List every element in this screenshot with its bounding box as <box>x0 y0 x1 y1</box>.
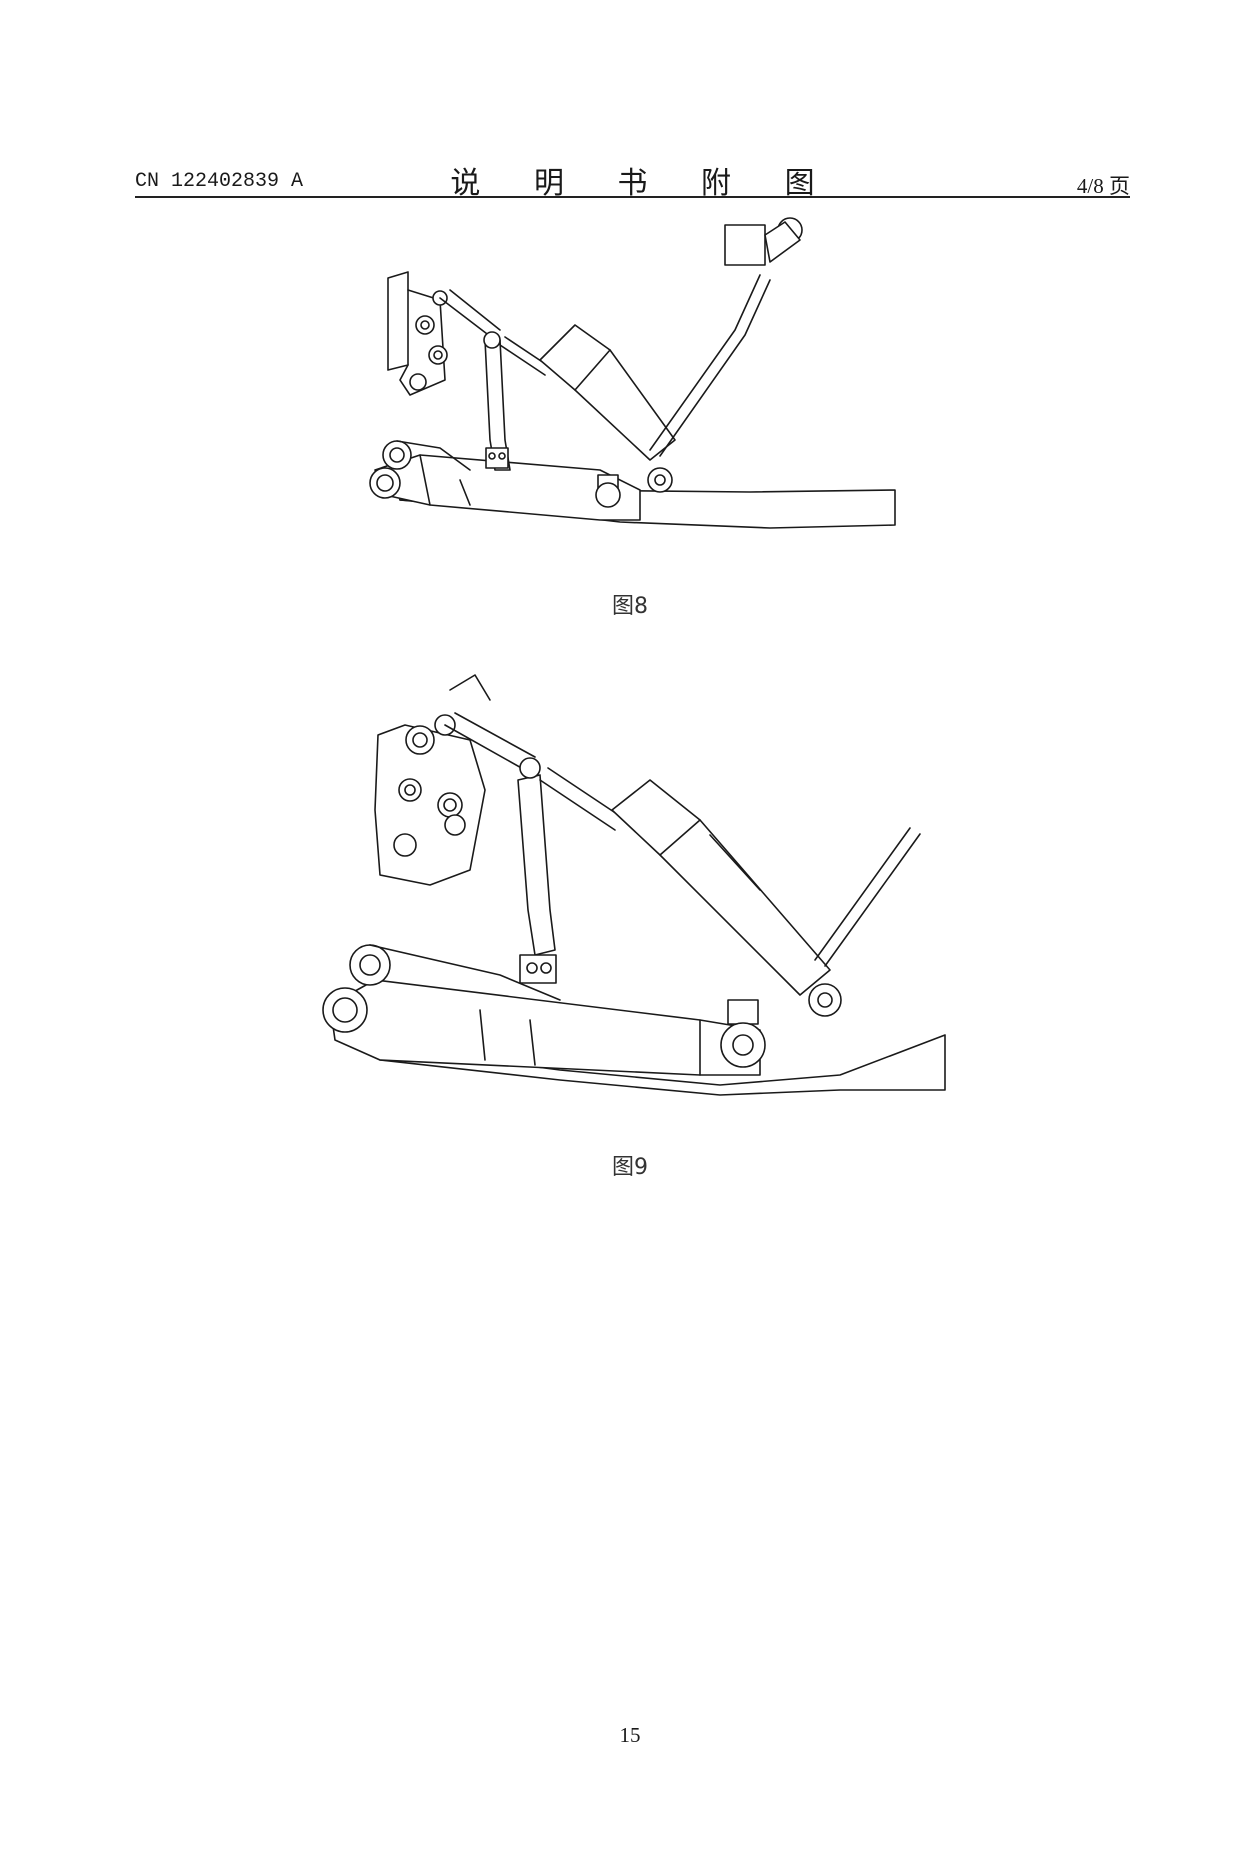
figure-8-caption: 图8 <box>612 594 648 619</box>
page-index: 4/8 页 <box>1076 174 1130 198</box>
page-number: 15 <box>619 1723 641 1747</box>
header-divider <box>135 196 1130 198</box>
figure-9-caption: 图9 <box>612 1155 648 1180</box>
publication-number: CN 122402839 A <box>135 170 304 193</box>
page-header: CN 122402839 A 说 明 书 附 图 4/8 页 <box>135 158 1130 201</box>
document-title: 说 明 书 附 图 <box>450 166 837 201</box>
figure-8-drawing <box>369 217 896 529</box>
figure-9-drawing <box>322 674 946 1096</box>
